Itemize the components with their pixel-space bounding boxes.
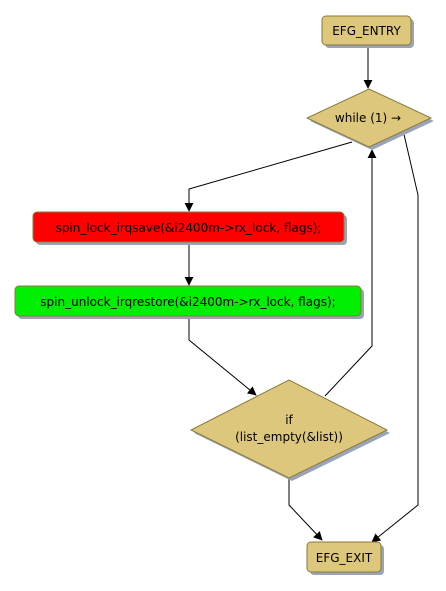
node-while-loop[interactable]: while (1) → xyxy=(305,88,434,150)
node-spin-unlock-box xyxy=(14,285,362,317)
node-if-list-empty-label-line1: if xyxy=(285,413,293,427)
node-efg-entry-label: EFG_ENTRY xyxy=(332,24,401,38)
node-spin-lock-box xyxy=(32,211,345,243)
edge-unlock-to-if xyxy=(188,318,257,396)
edges xyxy=(184,46,419,543)
edge-if-to-exit xyxy=(288,478,323,541)
node-efg-exit-label: EFG_EXIT xyxy=(316,551,373,565)
node-while-loop-diamond xyxy=(305,88,433,148)
node-efg-entry[interactable]: EFG_ENTRY xyxy=(321,15,414,48)
node-efg-exit-box xyxy=(306,541,382,573)
node-if-list-empty-label-line2: (list_empty(&list)) xyxy=(235,430,343,444)
node-while-loop-label: while (1) → xyxy=(335,111,401,125)
node-efg-exit[interactable]: EFG_EXIT xyxy=(306,541,384,575)
edge-if-to-while xyxy=(324,149,377,397)
node-spin-lock-label: spin_lock_irqsave(&i2400m->rx_lock, flag… xyxy=(56,221,322,235)
node-efg-entry-box xyxy=(321,15,412,46)
node-spin-lock[interactable]: spin_lock_irqsave(&i2400m->rx_lock, flag… xyxy=(32,211,347,245)
node-spin-unlock[interactable]: spin_unlock_irqrestore(&i2400m->rx_lock,… xyxy=(14,285,364,319)
edge-while-to-exit xyxy=(371,129,419,543)
node-if-list-empty-diamond xyxy=(189,379,389,479)
node-if-list-empty[interactable]: if (list_empty(&list)) xyxy=(189,379,390,481)
node-spin-unlock-label: spin_unlock_irqrestore(&i2400m->rx_lock,… xyxy=(40,295,335,309)
edge-while-to-lock xyxy=(184,141,353,212)
